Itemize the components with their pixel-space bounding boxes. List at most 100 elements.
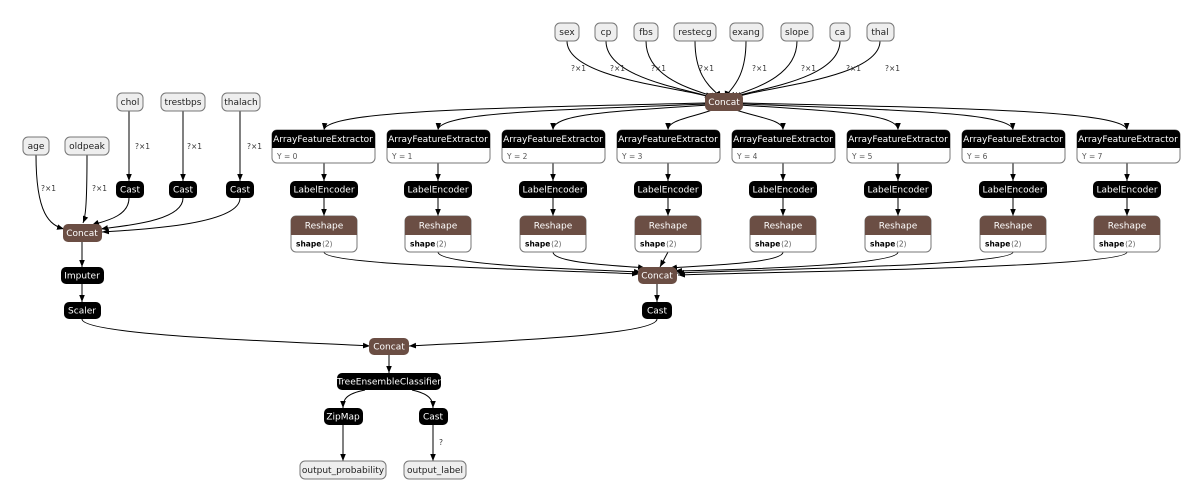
input-chol[interactable]: chol xyxy=(116,92,144,112)
input-exang[interactable]: exang xyxy=(729,22,764,42)
cast-node-chol[interactable]: Cast xyxy=(116,181,144,198)
input-ca[interactable]: ca xyxy=(829,22,851,42)
reshape-6-label: Reshape xyxy=(994,222,1033,232)
edge-concat-afe-3 xyxy=(665,109,713,131)
input-exang-label: exang xyxy=(732,28,760,38)
reshape-6[interactable]: Reshape shape ⟨2⟩ xyxy=(979,215,1047,253)
array-feature-extractor-6[interactable]: ArrayFeatureExtractor Y = 6 xyxy=(961,129,1066,164)
input-slope[interactable]: slope xyxy=(780,22,814,42)
reshape-2-attr-value: ⟨2⟩ xyxy=(551,240,562,249)
reshape-1[interactable]: Reshape shape ⟨2⟩ xyxy=(404,215,472,253)
array-feature-extractor-3[interactable]: ArrayFeatureExtractor Y = 3 xyxy=(616,129,721,164)
label-encoder-0[interactable]: LabelEncoder xyxy=(290,181,358,198)
input-sex[interactable]: sex xyxy=(554,22,580,42)
edge-castb-concatc xyxy=(408,318,658,349)
reshape-3-attr-key: shape xyxy=(640,240,665,249)
scaler-node[interactable]: Scaler xyxy=(64,302,101,319)
edge-label-fbs: ?×1 xyxy=(651,64,666,73)
input-ca-label: ca xyxy=(835,28,845,38)
input-cp[interactable]: cp xyxy=(594,22,618,42)
input-restecg[interactable]: restecg xyxy=(673,22,717,42)
edge-cast2-concatl xyxy=(100,197,184,231)
edge-concat-afe-1 xyxy=(435,103,707,131)
reshape-2[interactable]: Reshape shape ⟨2⟩ xyxy=(519,215,587,253)
edge-oldpeak-concatl xyxy=(82,154,89,224)
concat-node-right[interactable]: Concat xyxy=(638,267,677,284)
array-feature-extractor-0[interactable]: ArrayFeatureExtractor Y = 0 xyxy=(271,129,376,164)
edge-tree-castc xyxy=(411,389,436,409)
tree-ensemble-classifier-label: TreeEnsembleClassifier xyxy=(336,378,441,388)
edge-ca-concat xyxy=(731,40,841,99)
edge-concat-afe-0 xyxy=(321,102,706,131)
reshape-1-label: Reshape xyxy=(419,222,458,232)
imputer-node[interactable]: Imputer xyxy=(61,267,104,284)
reshape-6-attr-key: shape xyxy=(985,240,1010,249)
input-thal[interactable]: thal xyxy=(866,22,895,42)
edge-rs4-concat xyxy=(669,251,784,271)
afe-5-label: ArrayFeatureExtractor xyxy=(848,135,948,145)
edge-label-ca: ?×1 xyxy=(846,64,861,73)
edge-rs0-concat xyxy=(323,251,640,277)
cast-node-trestbps-label: Cast xyxy=(173,186,193,196)
label-encoder-2-label: LabelEncoder xyxy=(522,186,583,196)
reshape-0[interactable]: Reshape shape ⟨2⟩ xyxy=(290,215,358,253)
reshape-7[interactable]: Reshape shape ⟨2⟩ xyxy=(1093,215,1161,253)
concat-node-left[interactable]: Concat xyxy=(63,224,102,242)
array-feature-extractor-7[interactable]: ArrayFeatureExtractor Y = 7 xyxy=(1076,129,1181,164)
output-probability-node[interactable]: output_probability xyxy=(299,460,387,480)
input-thalach[interactable]: thalach xyxy=(221,92,261,112)
input-fbs[interactable]: fbs xyxy=(633,22,659,42)
label-encoder-5[interactable]: LabelEncoder xyxy=(864,181,932,198)
imputer-node-label: Imputer xyxy=(64,272,100,282)
cast-node-thalach[interactable]: Cast xyxy=(226,181,254,198)
edge-label-age: ?×1 xyxy=(41,184,56,193)
tree-ensemble-classifier-node[interactable]: TreeEnsembleClassifier xyxy=(336,373,441,390)
array-feature-extractor-4[interactable]: ArrayFeatureExtractor Y = 4 xyxy=(731,129,836,164)
edge-label-sex: ?×1 xyxy=(571,64,586,73)
array-feature-extractor-2[interactable]: ArrayFeatureExtractor Y = 2 xyxy=(501,129,606,164)
edge-cast1-concatl xyxy=(91,197,130,226)
cast-node-bottom[interactable]: Cast xyxy=(419,408,448,425)
reshape-5-label: Reshape xyxy=(879,222,918,232)
reshape-7-label: Reshape xyxy=(1108,222,1147,232)
cast-node-right[interactable]: Cast xyxy=(642,302,672,319)
zipmap-node-label: ZipMap xyxy=(326,413,360,423)
output-label-node[interactable]: output_label xyxy=(403,460,467,480)
label-encoder-3[interactable]: LabelEncoder xyxy=(634,181,702,198)
edge-exang-concat xyxy=(724,40,747,99)
concat-node-bottom[interactable]: Concat xyxy=(369,338,409,355)
input-trestbps[interactable]: trestbps xyxy=(160,92,206,112)
reshape-2-label: Reshape xyxy=(534,222,573,232)
edge-tree-zipmap xyxy=(340,389,366,409)
edge-label-chol: ?×1 xyxy=(135,142,150,151)
array-feature-extractor-5[interactable]: ArrayFeatureExtractor Y = 5 xyxy=(846,129,951,164)
edge-label-slope: ?×1 xyxy=(801,64,816,73)
reshape-4[interactable]: Reshape shape ⟨2⟩ xyxy=(749,215,817,253)
label-encoder-4[interactable]: LabelEncoder xyxy=(749,181,817,198)
reshape-3[interactable]: Reshape shape ⟨2⟩ xyxy=(634,215,702,253)
input-age[interactable]: age xyxy=(22,136,50,156)
reshape-5[interactable]: Reshape shape ⟨2⟩ xyxy=(864,215,932,253)
input-oldpeak[interactable]: oldpeak xyxy=(64,136,110,156)
array-feature-extractor-1[interactable]: ArrayFeatureExtractor Y = 1 xyxy=(386,129,491,164)
edge-label-exang: ?×1 xyxy=(752,64,767,73)
label-encoder-1[interactable]: LabelEncoder xyxy=(404,181,472,198)
label-encoder-4-label: LabelEncoder xyxy=(752,186,813,196)
label-encoder-7[interactable]: LabelEncoder xyxy=(1093,181,1161,198)
label-encoder-6[interactable]: LabelEncoder xyxy=(979,181,1047,198)
operator-nodes: Concat ArrayFeatureExtractor Y = 0 Array… xyxy=(61,93,1181,425)
cast-node-trestbps[interactable]: Cast xyxy=(169,181,197,198)
concat-node-top[interactable]: Concat xyxy=(705,93,743,111)
zipmap-node[interactable]: ZipMap xyxy=(324,408,363,425)
edge-sex-concat xyxy=(566,40,713,99)
concat-node-right-label: Concat xyxy=(641,272,673,282)
reshape-0-label: Reshape xyxy=(305,222,344,232)
label-encoder-2[interactable]: LabelEncoder xyxy=(519,181,587,198)
afe-0-label: ArrayFeatureExtractor xyxy=(273,135,373,145)
afe-2-attr: Y = 2 xyxy=(506,152,528,161)
concat-node-bottom-label: Concat xyxy=(373,343,405,353)
input-chol-label: chol xyxy=(121,98,140,108)
edge-rs6-concat xyxy=(676,251,1014,276)
afe-5-attr: Y = 5 xyxy=(851,152,873,161)
label-encoder-6-label: LabelEncoder xyxy=(982,186,1043,196)
